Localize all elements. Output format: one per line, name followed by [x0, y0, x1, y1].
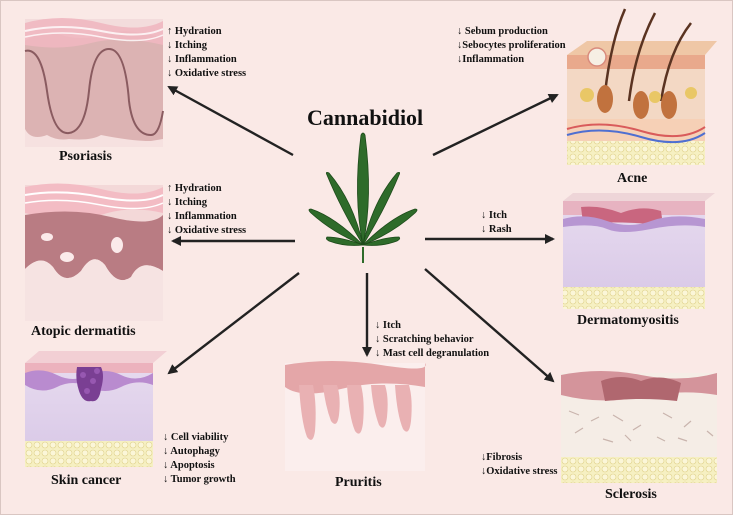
center-title: Cannabidiol: [307, 105, 424, 130]
effect-item: ↓ Inflammation: [167, 211, 237, 222]
effect-item: ↓Oxidative stress: [481, 466, 558, 477]
effect-item: ↑ Hydration: [167, 26, 222, 37]
dermatomyositis-effects: ↓ Itch ↓ Rash: [481, 209, 512, 237]
sclerosis-label: Sclerosis: [605, 487, 657, 502]
cannabis-leaf-illustration: [308, 132, 418, 263]
pruritis-tissue-illustration: [285, 361, 426, 471]
effect-item: ↓ Itch: [481, 210, 507, 221]
arrow-to-sclerosis: [424, 268, 555, 383]
psoriasis-tissue-illustration: [24, 18, 164, 147]
effect-item: ↓ Scratching behavior: [375, 334, 474, 345]
effect-item: ↓Fibrosis: [481, 452, 523, 463]
psoriasis-effects: ↑ Hydration ↓ Itching ↓ Inflammation ↓ O…: [167, 25, 246, 81]
acne-effects: ↓ Sebum production ↓Sebocytes proliferat…: [457, 25, 566, 67]
acne-tissue-illustration: [566, 8, 717, 165]
effect-item: ↓ Apoptosis: [163, 460, 215, 471]
pruritis-label: Pruritis: [335, 475, 382, 490]
arrows: [167, 85, 559, 383]
skin-cancer-effects: ↓ Cell viability ↓ Autophagy ↓ Apoptosis…: [163, 431, 236, 487]
atopic-dermatitis-tissue-illustration: [24, 183, 164, 321]
effect-item: ↓ Mast cell degranulation: [375, 348, 490, 359]
psoriasis-label: Psoriasis: [59, 149, 112, 164]
atopic-dermatitis-label: Atopic dermatitis: [31, 324, 136, 339]
effect-item: ↓ Tumor growth: [163, 474, 236, 485]
effect-item: ↓ Sebum production: [457, 26, 548, 37]
effect-item: ↓Sebocytes proliferation: [457, 40, 566, 51]
skin-cancer-label: Skin cancer: [51, 473, 122, 488]
atopic-dermatitis-effects: ↑ Hydration ↓ Itching ↓ Inflammation ↓ O…: [167, 182, 246, 238]
effect-item: ↓ Oxidative stress: [167, 68, 247, 79]
effect-item: ↓ Autophagy: [163, 446, 220, 457]
effect-item: ↓ Cell viability: [163, 432, 229, 443]
arrow-to-skin-cancer: [167, 272, 300, 375]
effect-item: ↓ Itching: [167, 197, 207, 208]
effect-item: ↓Inflammation: [457, 54, 525, 65]
arrow-to-psoriasis: [167, 85, 294, 157]
dermatomyositis-label: Dermatomyositis: [577, 313, 679, 328]
arrow-to-acne: [432, 93, 559, 157]
dermatomyositis-tissue-illustration: [563, 193, 715, 309]
sclerosis-tissue-illustration: [561, 371, 717, 483]
effect-item: ↓ Itch: [375, 320, 401, 331]
effect-item: ↓ Inflammation: [167, 54, 237, 65]
effect-item: ↓ Rash: [481, 224, 512, 235]
acne-label: Acne: [617, 171, 648, 186]
sclerosis-effects: ↓Fibrosis ↓Oxidative stress: [481, 451, 558, 479]
effect-item: ↓ Itching: [167, 40, 207, 51]
skin-cancer-tissue-illustration: [25, 351, 167, 467]
effect-item: ↓ Oxidative stress: [167, 225, 247, 236]
effect-item: ↑ Hydration: [167, 183, 222, 194]
pruritis-effects: ↓ Itch ↓ Scratching behavior ↓ Mast cell…: [375, 319, 489, 361]
